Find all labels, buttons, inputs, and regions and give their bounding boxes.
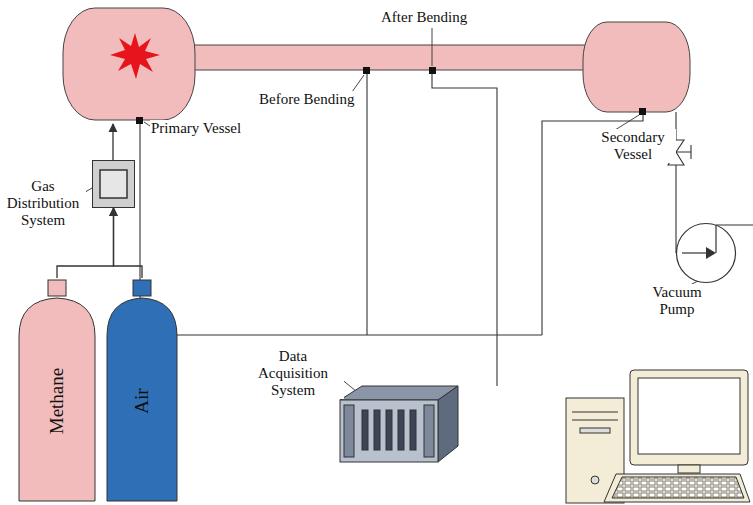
pump-symbol-outline bbox=[676, 223, 736, 283]
part-label: After Bending bbox=[380, 9, 468, 26]
part-label: Secondary Vessel bbox=[590, 129, 676, 163]
sensor bbox=[363, 67, 370, 74]
signal-wires bbox=[140, 74, 643, 386]
distribution-box: Gas Distribution System bbox=[92, 160, 135, 208]
pump-symbol: Vacuum Pump bbox=[676, 223, 736, 283]
node-label: Air bbox=[131, 389, 153, 414]
secondary-vessel bbox=[583, 22, 690, 112]
sensor bbox=[429, 67, 436, 74]
part-label: Before Bending bbox=[258, 91, 355, 108]
explosion-symbol bbox=[110, 33, 160, 79]
daq-unit: Data Acquisition System bbox=[332, 382, 460, 462]
node-label: Vacuum Pump bbox=[638, 284, 716, 318]
daq-unit-outline bbox=[332, 382, 460, 462]
daq-device bbox=[340, 386, 458, 462]
distribution-box-outline bbox=[92, 160, 135, 208]
sensor bbox=[136, 117, 143, 124]
node-label: Gas Distribution System bbox=[0, 178, 86, 229]
gas-line bbox=[114, 208, 143, 278]
computer bbox=[566, 370, 750, 503]
gas-cylinder: Air bbox=[106, 278, 178, 502]
feed-line bbox=[112, 124, 113, 160]
primary-vessel bbox=[63, 8, 195, 120]
gas-cylinder: Methane bbox=[18, 278, 96, 502]
part-label: Primary Vessel bbox=[150, 120, 242, 137]
pipe bbox=[188, 45, 588, 70]
sensor bbox=[639, 108, 646, 115]
node-label: Methane bbox=[46, 368, 68, 434]
node-label: Data Acquisition System bbox=[242, 348, 344, 399]
